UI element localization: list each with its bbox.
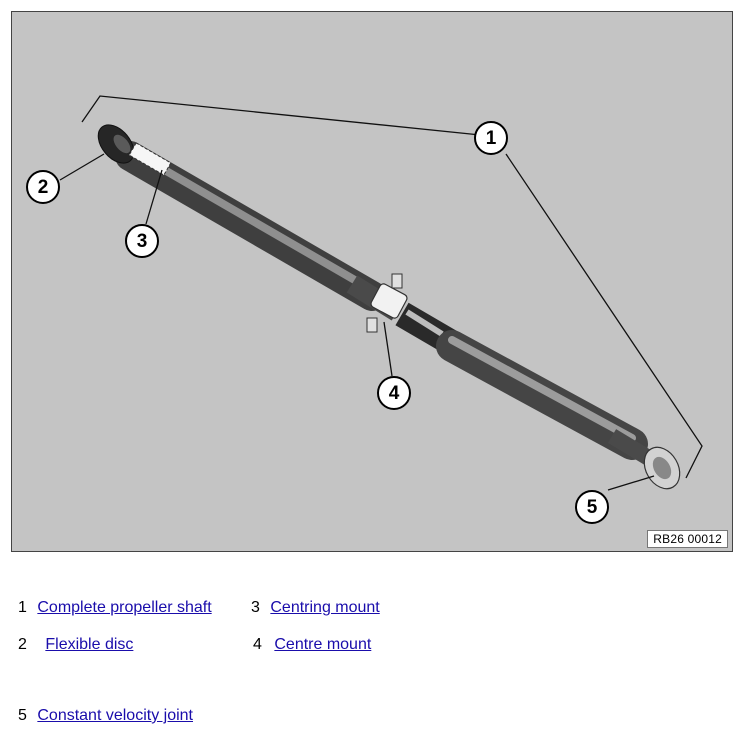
callout-2: 2 xyxy=(26,170,60,204)
figure-reference-code: RB26 00012 xyxy=(647,530,728,548)
legend-number: 3 xyxy=(251,599,260,616)
legend-number: 5 xyxy=(18,707,27,724)
leader-line-1a xyxy=(81,95,491,137)
callout-3: 3 xyxy=(125,224,159,258)
link-centring-mount[interactable]: Centring mount xyxy=(270,599,380,616)
rear-tube xyxy=(436,330,648,460)
legend-item-2: 2 Flexible disc xyxy=(18,635,133,655)
leader-line-1b xyxy=(505,153,703,479)
legend-item-3: 3 Centring mount xyxy=(251,598,380,618)
legend-number: 2 xyxy=(18,636,27,653)
diagram-figure: 1 2 3 4 5 RB26 00012 xyxy=(11,11,733,552)
link-centre-mount[interactable]: Centre mount xyxy=(274,636,372,653)
callout-5: 5 xyxy=(575,490,609,524)
legend-item-4: 4 Centre mount xyxy=(253,635,371,655)
link-flexible-disc[interactable]: Flexible disc xyxy=(45,636,134,653)
link-complete-propeller-shaft[interactable]: Complete propeller shaft xyxy=(37,599,212,616)
callout-4: 4 xyxy=(377,376,411,410)
legend-item-1: 1 Complete propeller shaft xyxy=(18,598,212,618)
centre-mount-bracket xyxy=(370,283,408,319)
propeller-shaft-illustration xyxy=(59,95,703,491)
legend-item-5: 5 Constant velocity joint xyxy=(18,706,193,726)
legend-number: 1 xyxy=(18,599,27,616)
link-constant-velocity-joint[interactable]: Constant velocity joint xyxy=(37,707,193,724)
legend-number: 4 xyxy=(253,636,262,653)
centring-mount xyxy=(128,142,172,176)
callout-1: 1 xyxy=(474,121,508,155)
front-tube xyxy=(115,141,387,311)
